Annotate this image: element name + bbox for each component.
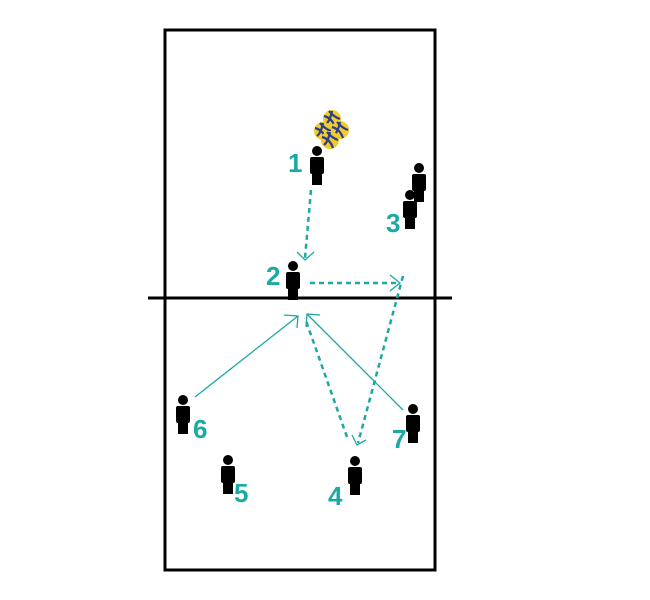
- player-label: 5: [234, 478, 248, 508]
- arrowhead: [305, 313, 321, 328]
- dashed-arrow-4-to-net: [303, 317, 349, 438]
- player-4: 4: [328, 456, 362, 511]
- arrowhead: [283, 314, 299, 329]
- player-label: 6: [193, 414, 207, 444]
- solid-arrow-6-to-net: [194, 315, 299, 398]
- player-5: 5: [221, 455, 248, 508]
- ball-cart: [312, 108, 351, 151]
- solid-arrow-7-to-net: [306, 313, 404, 411]
- player-label: 7: [392, 424, 406, 454]
- player-2: 2: [266, 261, 300, 300]
- player-7: 7: [392, 404, 420, 454]
- arrowhead: [351, 434, 367, 446]
- player-label: 2: [266, 261, 280, 291]
- dashed-arrow-net-to-4: [356, 275, 405, 444]
- player-6: 6: [176, 395, 207, 444]
- player-1: 1: [288, 146, 324, 185]
- player-label: 4: [328, 481, 343, 511]
- player-3: 3: [386, 163, 426, 238]
- dashed-arrow-1-to-2: [303, 189, 313, 259]
- court-boundary: [163, 28, 437, 572]
- player-label: 3: [386, 208, 400, 238]
- arrowhead: [296, 251, 315, 261]
- arrowhead: [389, 274, 402, 292]
- player-label: 1: [288, 148, 302, 178]
